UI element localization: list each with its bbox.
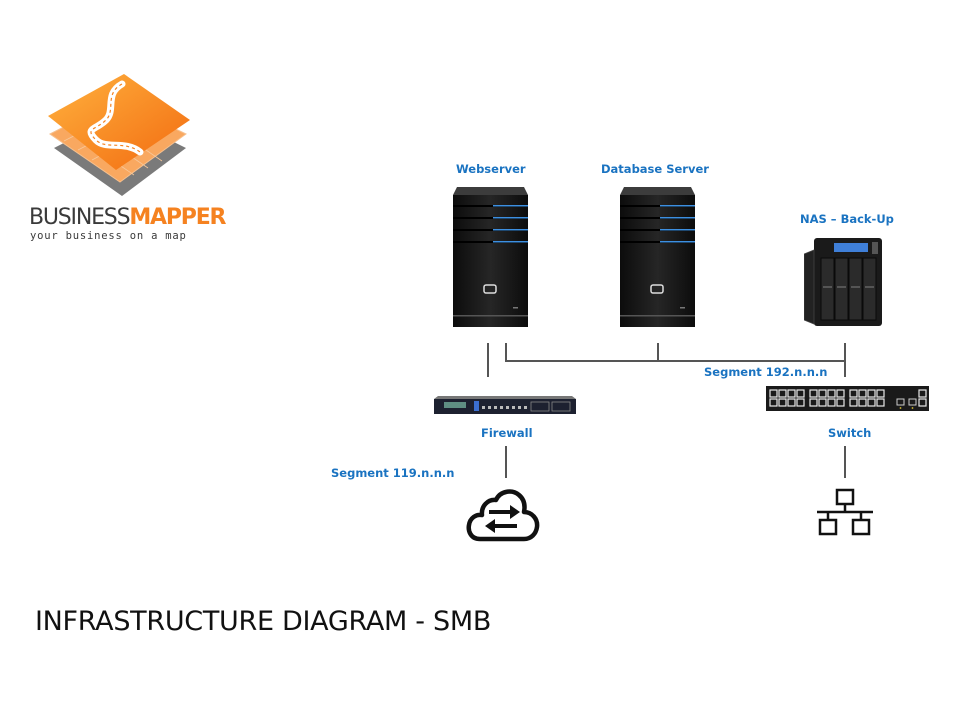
nas-switch-connector <box>844 343 846 377</box>
switch-port <box>827 389 836 398</box>
firewall-cloud-connector <box>505 446 507 478</box>
switch-port <box>809 398 818 407</box>
switch-port <box>818 398 827 407</box>
switch-port <box>769 389 778 398</box>
switch-port <box>867 389 876 398</box>
firewall-label: Firewall <box>481 426 533 440</box>
switch-port <box>849 398 858 407</box>
switch-port <box>836 398 845 407</box>
cloud-transfer-icon <box>466 489 540 542</box>
logo-wordmark: BUSINESSMAPPER <box>29 205 226 230</box>
network-switch-icon <box>766 386 929 411</box>
internet-cloud-node[interactable] <box>466 486 540 548</box>
switch-port <box>818 389 827 398</box>
diagram-title: INFRASTRUCTURE DIAGRAM - SMB <box>35 606 492 637</box>
lan-network-icon <box>817 488 873 536</box>
switch-port <box>809 389 818 398</box>
segment-external-label: Segment 119.n.n.n <box>331 466 455 480</box>
switch-port <box>778 398 787 407</box>
nas-label: NAS – Back-Up <box>800 212 894 226</box>
switch-port <box>876 398 885 407</box>
database-server-node[interactable] <box>620 187 695 332</box>
firewall-node[interactable] <box>434 396 576 421</box>
switch-port <box>827 398 836 407</box>
switch-port <box>858 389 867 398</box>
lan-network-node[interactable] <box>815 488 875 541</box>
switch-port <box>796 389 805 398</box>
switch-port <box>787 398 796 407</box>
map-layers-icon <box>48 74 190 196</box>
webserver-firewall-connector <box>487 343 489 377</box>
switch-lan-connector <box>844 446 846 478</box>
switch-port <box>876 389 885 398</box>
webserver-label: Webserver <box>456 162 526 176</box>
segment-internal-label: Segment 192.n.n.n <box>704 365 828 379</box>
logo-brand-part1: BUSINESS <box>29 205 131 230</box>
webserver-segment-connector <box>505 343 507 361</box>
logo-tagline: your business on a map <box>30 230 187 242</box>
nas-node[interactable] <box>803 236 884 333</box>
logo-brand-part2: MAPPER <box>129 205 226 230</box>
database-segment-connector <box>657 343 659 361</box>
switch-port <box>796 398 805 407</box>
switch-label: Switch <box>828 426 872 440</box>
switch-port <box>867 398 876 407</box>
database-server-label: Database Server <box>601 162 709 176</box>
switch-node[interactable] <box>766 386 929 416</box>
switch-port <box>849 389 858 398</box>
switch-port <box>858 398 867 407</box>
nas-storage-icon <box>803 238 882 326</box>
webserver-node[interactable] <box>453 187 528 332</box>
switch-port <box>769 398 778 407</box>
switch-port <box>787 389 796 398</box>
switch-port <box>836 389 845 398</box>
rack-firewall-icon <box>434 396 576 414</box>
switch-port <box>778 389 787 398</box>
server-tower-icon <box>453 187 528 327</box>
segment-192-bus <box>505 360 845 362</box>
server-tower-icon <box>620 187 695 327</box>
